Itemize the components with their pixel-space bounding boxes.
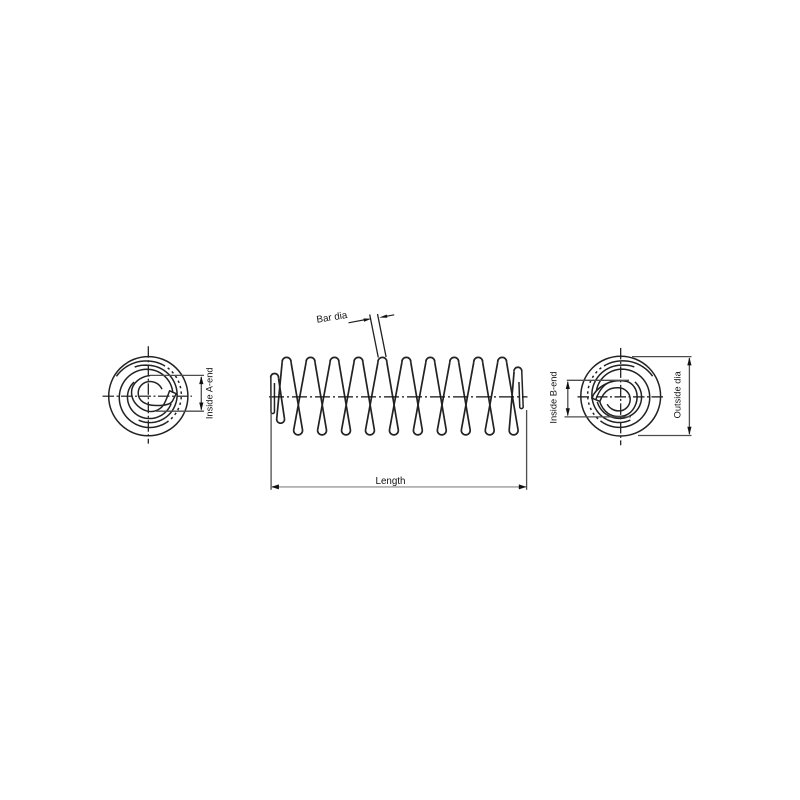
svg-text:Inside B-end: Inside B-end [548,371,558,423]
svg-text:Inside A-end: Inside A-end [205,367,215,419]
svg-text:Bar dia: Bar dia [316,310,349,326]
svg-text:Outside dia: Outside dia [672,371,682,419]
svg-text:Length: Length [376,476,406,487]
